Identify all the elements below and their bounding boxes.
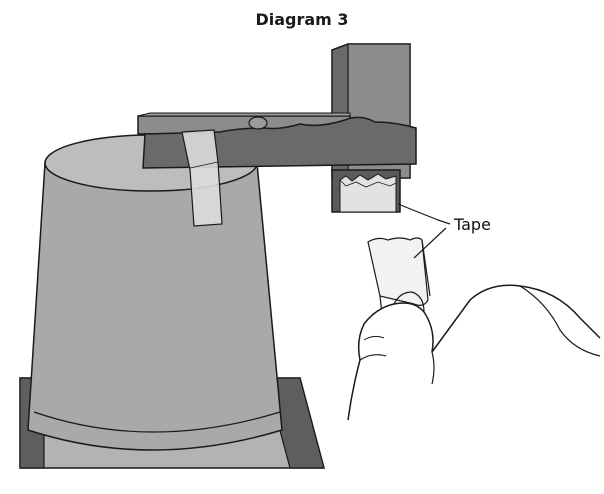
hand-with-tape: [347, 237, 601, 421]
post-tape: [339, 173, 397, 213]
diagram-title: Diagram 3: [255, 10, 349, 29]
clamp-arm: [137, 112, 417, 169]
cup-tape: [181, 129, 223, 227]
cup: [27, 134, 283, 451]
tape-label: Tape: [453, 215, 491, 234]
tape-leader-lines: [397, 203, 451, 259]
